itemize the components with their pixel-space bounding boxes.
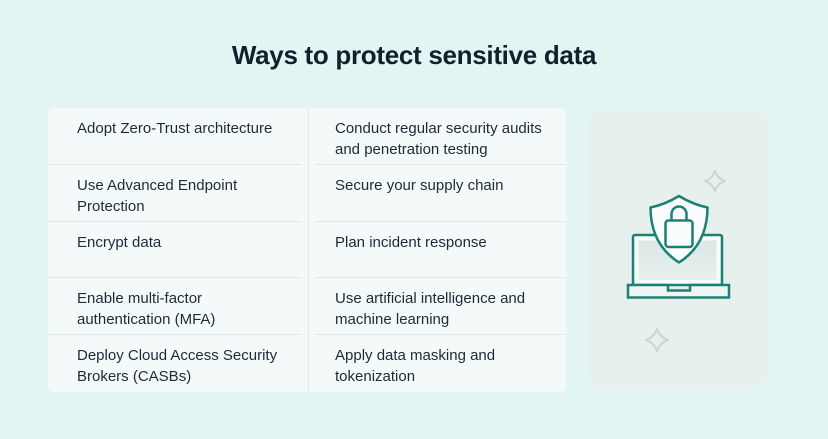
protection-methods-list: Adopt Zero-Trust architecture Conduct re… xyxy=(48,108,566,392)
list-item: Enable multi-factor authentication (MFA) xyxy=(48,278,302,336)
list-item: Deploy Cloud Access Security Brokers (CA… xyxy=(77,347,278,386)
list-item: Conduct regular security audits and pene… xyxy=(315,108,566,165)
column-divider xyxy=(308,108,309,392)
lock-body-icon xyxy=(664,219,694,249)
sparkle-bottom-icon xyxy=(645,328,669,352)
list-item: Plan incident response xyxy=(315,222,566,279)
list-item: Encrypt data xyxy=(48,222,302,279)
laptop-shield-lock-illustration xyxy=(626,170,731,352)
sparkle-top-icon xyxy=(704,170,726,192)
illustration-card xyxy=(589,110,768,387)
list-item: Use Advanced Endpoint Protection xyxy=(48,165,302,222)
list-item: Adopt Zero-Trust architecture xyxy=(48,108,302,165)
list-item: Secure your supply chain xyxy=(315,165,566,222)
list-item: Use artificial intelligence and machine … xyxy=(315,278,566,336)
lock-shackle-icon xyxy=(670,205,688,223)
sparkle-icons xyxy=(645,170,726,352)
shield-lock-icon xyxy=(649,194,709,264)
list-item: Apply data masking and tokenization xyxy=(335,347,496,386)
page-title: Ways to protect sensitive data xyxy=(231,40,597,70)
laptop-base xyxy=(626,283,731,299)
